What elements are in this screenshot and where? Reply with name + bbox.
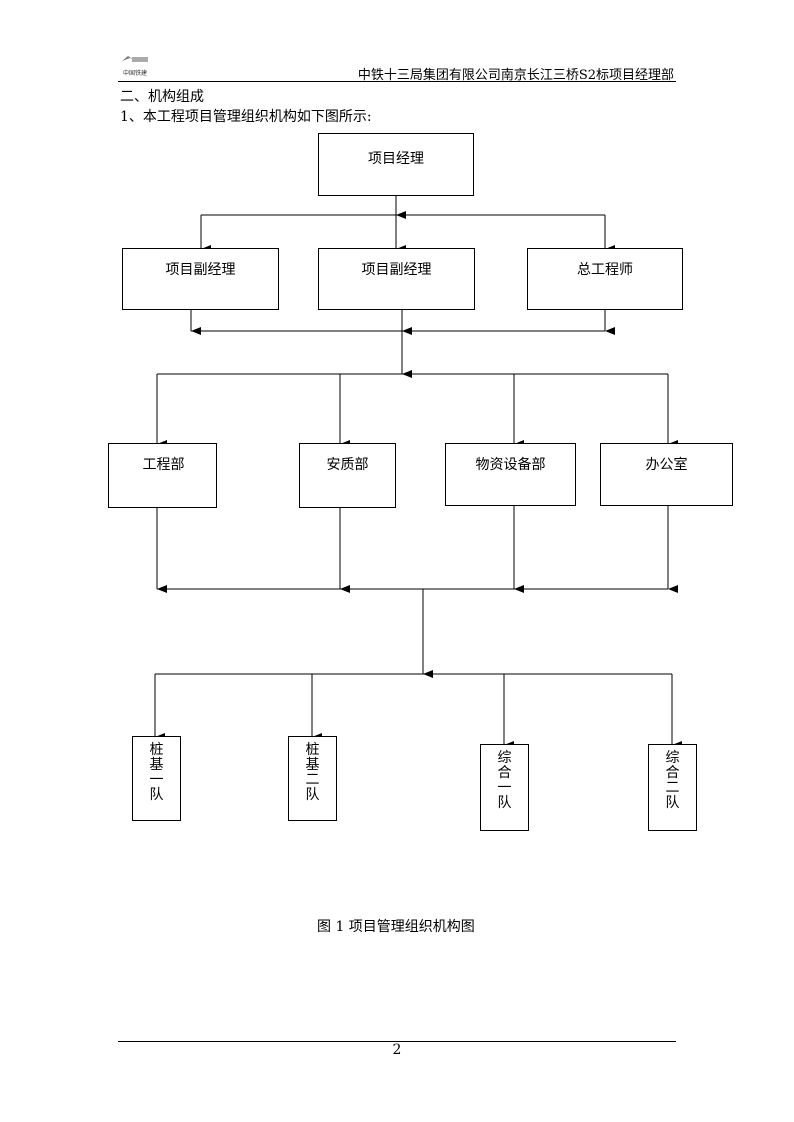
org-box-label: 项目副经理 [165,262,236,278]
org-box-general-team-1: 综合一队 [480,744,529,831]
org-box-label: 总工程师 [577,262,633,278]
org-box-label: 综合二队 [665,750,680,811]
company-logo: 中国铁建 [118,52,152,78]
section-intro: 1、本工程项目管理组织机构如下图所示: [120,109,372,125]
section-heading: 二、机构组成 [120,89,204,105]
org-box-label: 项目副经理 [361,262,432,278]
org-box-label: 综合一队 [497,750,512,811]
figure-caption: 图 1 项目管理组织机构图 [317,919,475,935]
org-box-label: 物资设备部 [475,457,546,473]
org-box-general-team-2: 综合二队 [648,744,697,831]
header-rule [118,81,676,82]
org-box-safety-quality-dept: 安质部 [299,443,396,508]
org-box-label: 项目经理 [368,151,424,167]
org-box-project-manager: 项目经理 [318,133,474,196]
header-title: 中铁十三局集团有限公司南京长江三桥S2标项目经理部 [357,68,674,83]
org-box-deputy-manager-1: 项目副经理 [122,248,279,310]
org-box-chief-engineer: 总工程师 [527,248,683,310]
org-box-label: 工程部 [142,457,185,473]
page-number: 2 [392,1042,402,1058]
org-box-materials-equipment-dept: 物资设备部 [445,443,576,506]
org-box-office: 办公室 [600,443,733,506]
org-box-pile-team-2: 桩基二队 [288,736,337,821]
org-box-deputy-manager-2: 项目副经理 [318,248,475,310]
org-box-label: 桩基二队 [305,742,320,803]
svg-text:中国铁建: 中国铁建 [123,69,147,77]
org-box-label: 桩基一队 [149,742,164,803]
org-box-label: 安质部 [326,457,369,473]
org-box-engineering-dept: 工程部 [108,443,217,508]
org-box-label: 办公室 [645,457,688,473]
footer-rule [118,1041,676,1042]
org-box-pile-team-1: 桩基一队 [132,736,181,821]
